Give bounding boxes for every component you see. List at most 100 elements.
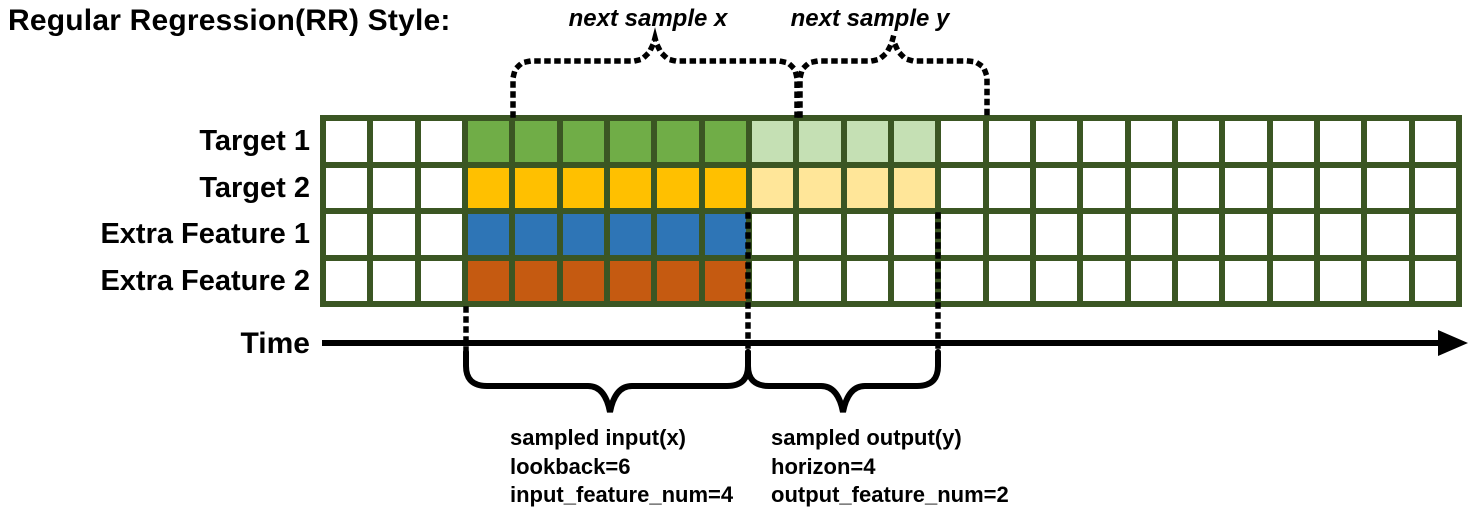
grid-cell <box>1035 121 1078 162</box>
grid-cell <box>893 167 936 208</box>
grid-cell <box>893 214 936 255</box>
grid-cell <box>1319 121 1362 162</box>
note-line: sampled output(y) <box>771 425 962 450</box>
grid-cell <box>1225 167 1267 208</box>
grid-cell <box>467 167 510 208</box>
next-sample-x-brace <box>510 27 800 118</box>
grid-cell <box>941 214 983 255</box>
grid-cell <box>1414 121 1456 162</box>
timeseries-grid <box>320 115 1462 307</box>
grid-cell <box>420 167 462 208</box>
grid-cell <box>373 214 415 255</box>
grid-cell <box>1083 260 1125 301</box>
diagram-title: Regular Regression(RR) Style: <box>8 4 451 37</box>
grid-cell <box>1083 214 1125 255</box>
grid-cell <box>988 260 1030 301</box>
grid-cell <box>420 260 462 301</box>
grid-cell <box>751 214 794 255</box>
grid-cell <box>799 214 841 255</box>
note-line: horizon=4 <box>771 453 876 479</box>
grid-cell <box>1083 121 1125 162</box>
grid-cell <box>1177 167 1220 208</box>
grid-cell <box>1225 214 1267 255</box>
grid-cell <box>657 121 699 162</box>
grid-cell <box>326 214 368 255</box>
grid-cell <box>799 260 841 301</box>
grid-cell <box>326 121 368 162</box>
grid-cell <box>988 167 1030 208</box>
grid-cell <box>609 121 652 162</box>
grid-cell <box>1414 214 1456 255</box>
grid-cell <box>562 121 604 162</box>
grid-cell <box>1130 121 1172 162</box>
grid-cell <box>609 214 652 255</box>
grid-cell <box>1177 260 1220 301</box>
grid-cell <box>1367 260 1409 301</box>
note-line: input_feature_num=4 <box>510 482 734 507</box>
sampled-output-brace <box>745 349 941 413</box>
row-label-target-1: Target 1 <box>199 125 310 157</box>
grid-cell <box>1083 167 1125 208</box>
grid-cell <box>609 167 652 208</box>
grid-cell <box>988 121 1030 162</box>
grid-cell <box>1367 214 1409 255</box>
grid-cell <box>1225 260 1267 301</box>
grid-cell <box>1130 167 1172 208</box>
grid-cell <box>704 121 746 162</box>
grid-cell <box>1414 260 1456 301</box>
row-label-extra-feature-2: Extra Feature 2 <box>100 264 310 297</box>
sampled-input-note: sampled input(x) lookback=6 input_featur… <box>510 424 733 510</box>
grid-cell <box>704 214 746 255</box>
sampled-input-brace <box>463 349 751 413</box>
grid-cell <box>846 167 888 208</box>
grid-cell <box>562 260 604 301</box>
grid-cell <box>515 214 557 255</box>
grid-cell <box>326 167 368 208</box>
grid-cell <box>893 260 936 301</box>
grid-cell <box>704 167 746 208</box>
note-line: sampled input(x) <box>510 425 687 450</box>
grid-cell <box>1177 214 1220 255</box>
row-label-target-2: Target 2 <box>199 171 310 204</box>
grid-cell <box>846 260 888 301</box>
time-axis-label: Time <box>240 327 310 360</box>
grid-cell <box>1035 167 1078 208</box>
grid-cell <box>657 167 699 208</box>
grid-cell <box>893 121 936 162</box>
grid-cell <box>846 121 888 162</box>
note-line: output_feature_num=2 <box>771 482 1009 507</box>
grid-cell <box>515 121 557 162</box>
next-sample-x-label: next sample x <box>568 5 728 32</box>
grid-cell <box>1035 260 1078 301</box>
grid-cell <box>562 214 604 255</box>
grid-cell <box>1272 121 1314 162</box>
grid-cell <box>373 167 415 208</box>
grid-cell <box>1319 260 1362 301</box>
grid-cell <box>1272 214 1314 255</box>
grid-cell <box>941 121 983 162</box>
next-sample-y-brace <box>797 27 990 118</box>
grid-cell <box>373 260 415 301</box>
grid-cell <box>1272 260 1314 301</box>
grid-cell <box>751 167 794 208</box>
grid-cell <box>562 167 604 208</box>
grid-cell <box>1272 167 1314 208</box>
grid-cell <box>467 260 510 301</box>
grid-cell <box>467 214 510 255</box>
grid-cell <box>799 121 841 162</box>
grid-cell <box>515 167 557 208</box>
grid-cell <box>326 260 368 301</box>
grid-cell <box>704 260 746 301</box>
note-line: lookback=6 <box>510 453 631 479</box>
grid-cell <box>1319 167 1362 208</box>
grid-cell <box>515 260 557 301</box>
grid-cell <box>799 167 841 208</box>
grid-cell <box>657 260 699 301</box>
grid-cell <box>1367 121 1409 162</box>
grid-cell <box>1130 214 1172 255</box>
grid-cell <box>1225 121 1267 162</box>
grid-cell <box>988 214 1030 255</box>
grid-cell <box>657 214 699 255</box>
grid-cell <box>751 260 794 301</box>
